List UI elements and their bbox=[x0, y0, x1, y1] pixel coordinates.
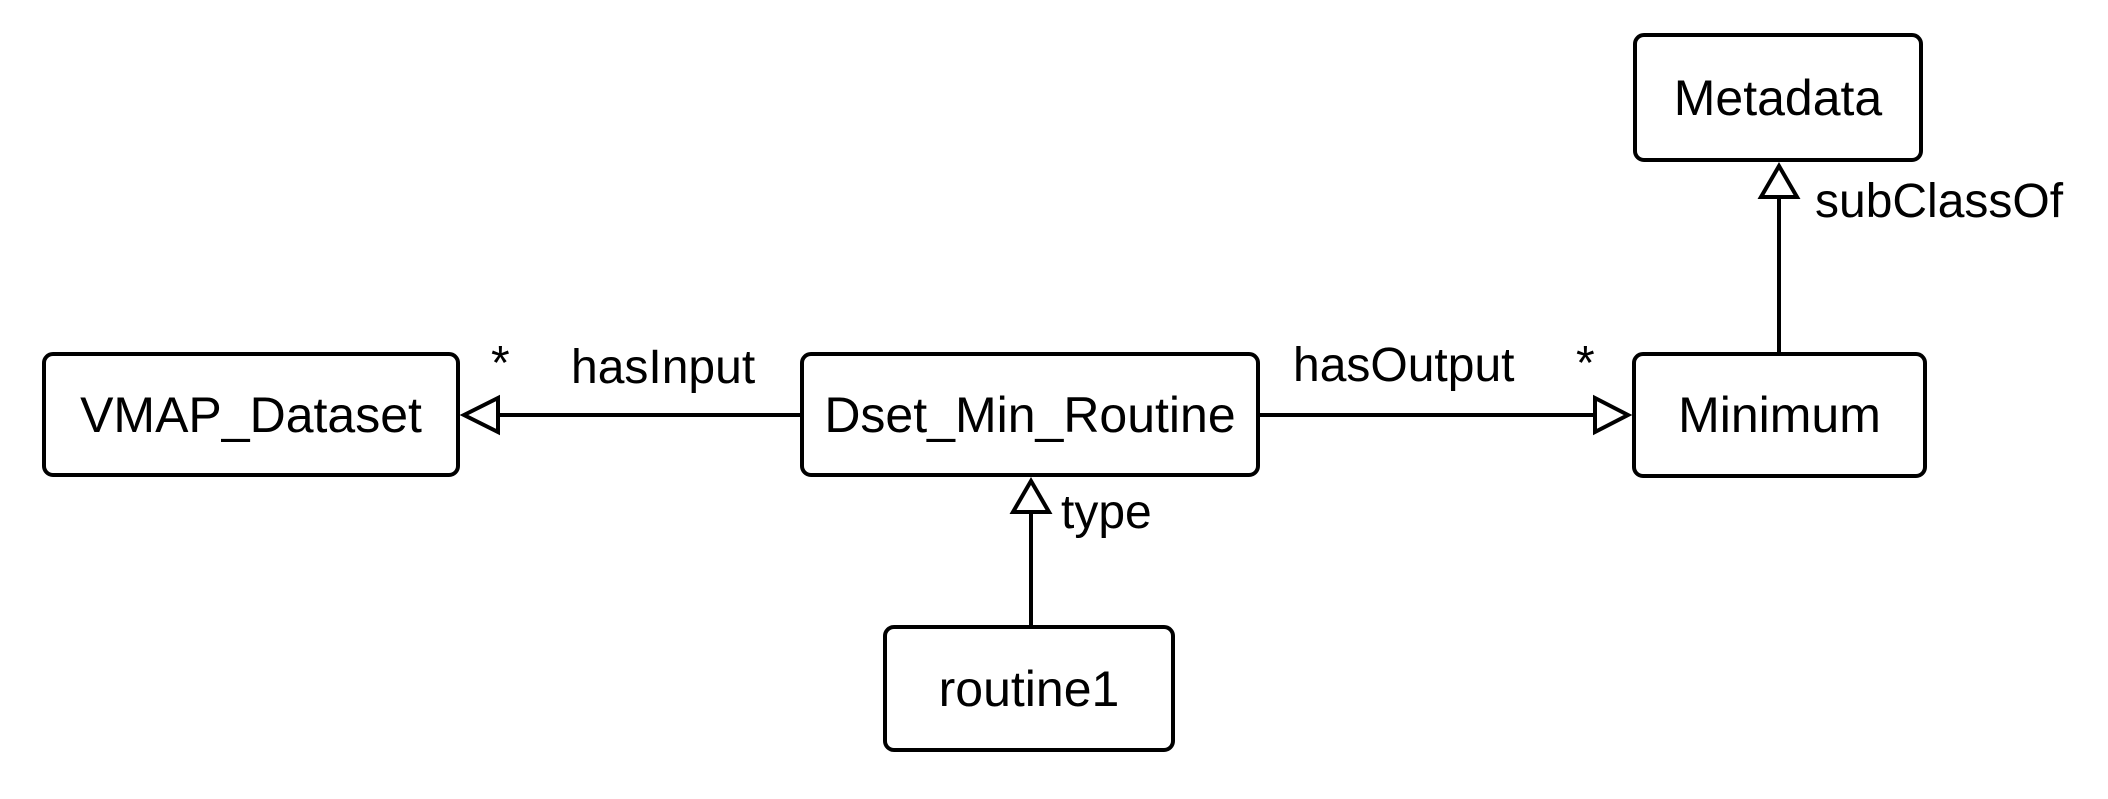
hollow-triangle-arrowhead-hasoutput-icon bbox=[1593, 394, 1633, 436]
hollow-triangle-arrowhead-type-icon bbox=[1009, 477, 1053, 514]
multiplicity-star-hasoutput: * bbox=[1576, 337, 1595, 390]
multiplicity-star-hasinput: * bbox=[491, 337, 510, 390]
edge-label-hasinput: hasInput bbox=[571, 341, 756, 394]
node-metadata-label: Metadata bbox=[1673, 69, 1883, 126]
node-metadata: Metadata bbox=[1633, 33, 1923, 162]
node-routine1-label: routine1 bbox=[938, 660, 1120, 717]
edge-label-hasoutput: hasOutput bbox=[1293, 339, 1515, 392]
hollow-triangle-arrowhead-subclassof-icon bbox=[1757, 162, 1801, 199]
hollow-triangle-arrowhead-hasinput-icon bbox=[459, 394, 500, 436]
node-dset-min-routine: Dset_Min_Routine bbox=[800, 352, 1260, 477]
node-vmap-dataset-label: VMAP_Dataset bbox=[80, 386, 422, 443]
node-vmap-dataset: VMAP_Dataset bbox=[42, 352, 460, 477]
node-dset-min-routine-label: Dset_Min_Routine bbox=[824, 386, 1236, 443]
node-minimum: Minimum bbox=[1632, 352, 1927, 478]
node-minimum-label: Minimum bbox=[1678, 387, 1881, 443]
edge-label-type: type bbox=[1061, 486, 1152, 539]
node-routine1: routine1 bbox=[883, 625, 1175, 752]
edge-label-subclassof: subClassOf bbox=[1815, 175, 2064, 228]
